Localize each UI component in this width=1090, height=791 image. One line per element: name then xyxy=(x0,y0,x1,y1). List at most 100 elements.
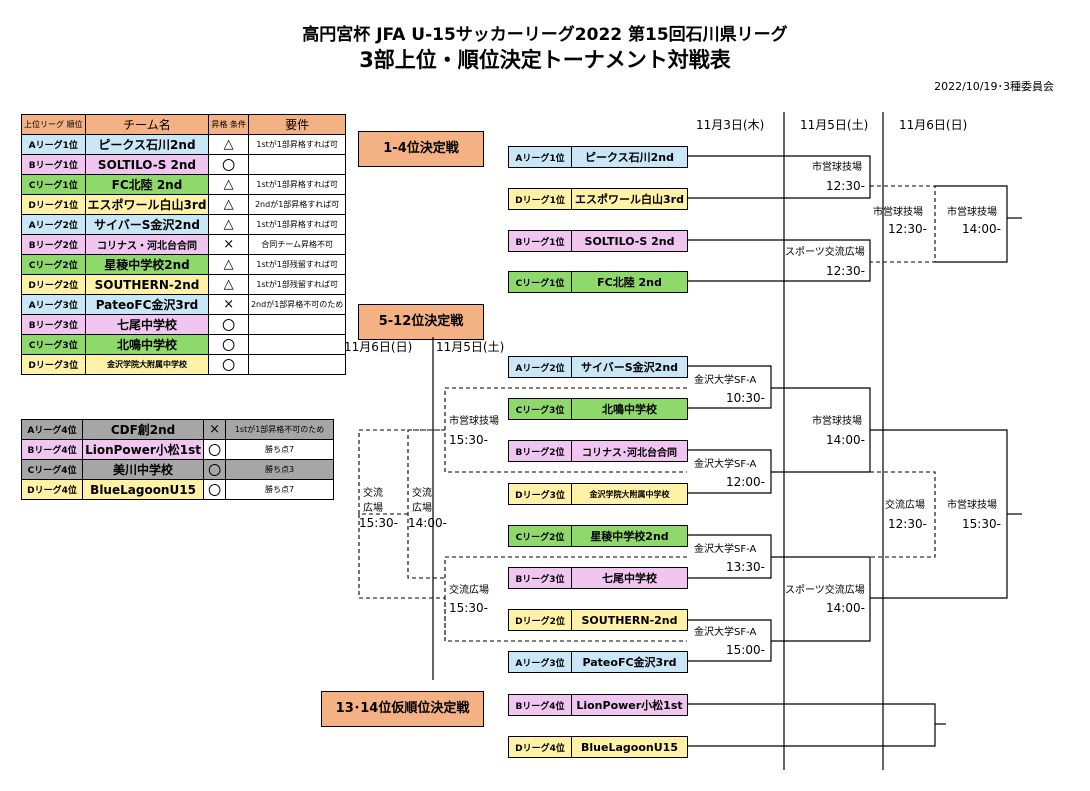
venue-label: 市営球技場 xyxy=(947,207,997,218)
league-rank: Dリーグ2位 xyxy=(21,274,86,295)
bracket-team: Aリーグ3位 PateoFC金沢3rd xyxy=(508,651,688,673)
table-row: Dリーグ3位金沢学院大附属中学校〇 xyxy=(21,354,347,375)
section-5-12: 5-12位決定戦 xyxy=(358,304,484,340)
bracket-team-name: SOUTHERN-2nd xyxy=(581,613,678,627)
time-label: 12:30- xyxy=(888,517,927,531)
league-rank: Bリーグ3位 xyxy=(21,314,86,335)
venue-label: 交流広場 xyxy=(885,500,925,511)
time-label: 15:00- xyxy=(726,643,765,657)
venue-label: 市営球技場 xyxy=(449,416,499,427)
league-rank: Aリーグ1位 xyxy=(21,134,86,155)
bracket-team-name: ピークス石川2nd xyxy=(584,151,675,164)
bracket-team-name: サイバーS金沢2nd xyxy=(580,361,679,374)
date-nov5-left: 11月5日(土) xyxy=(436,340,505,354)
time-label: 14:00- xyxy=(962,222,1001,236)
date-nov3: 11月3日(木) xyxy=(696,118,765,132)
bracket-league: Cリーグ1位 xyxy=(509,272,572,292)
bracket-team-name: PateoFC金沢3rd xyxy=(582,656,677,669)
bracket-league: Dリーグ3位 xyxy=(509,484,572,504)
bracket-league: Aリーグ3位 xyxy=(509,652,572,672)
bracket-team: Dリーグ2位 SOUTHERN-2nd xyxy=(508,609,688,631)
team-name: 七尾中学校 xyxy=(84,314,210,335)
bracket-team-name: 北鳴中学校 xyxy=(602,403,657,416)
table-row: Dリーグ1位エスポワール白山3rd△2ndが1部昇格すれば可 xyxy=(21,194,347,215)
team-name: エスポワール白山3rd xyxy=(84,194,210,215)
table-row: Aリーグ2位サイバーS金沢2nd△1stが1部昇格すれば可 xyxy=(21,214,347,235)
time-label: 12:30- xyxy=(826,179,865,193)
bracket-league: Bリーグ1位 xyxy=(509,231,572,251)
venue-label: 金沢大学SF-A xyxy=(694,375,757,386)
bracket-league: Dリーグ4位 xyxy=(509,737,572,757)
time-label: 10:30- xyxy=(726,391,765,405)
team-name: 北鳴中学校 xyxy=(84,334,210,355)
bracket-team-name: コリナス･河北台合同 xyxy=(582,447,677,459)
venue-label: 金沢大学SF-A xyxy=(694,627,757,638)
table-row: Cリーグ3位北鳴中学校〇 xyxy=(21,334,347,355)
time-label: 15:30- xyxy=(962,517,1001,531)
team-name: BlueLagoonU15 xyxy=(82,479,205,500)
league-rank: Aリーグ3位 xyxy=(21,294,86,315)
team-name: SOLTILO-S 2nd xyxy=(84,154,210,175)
venue-label: 市営球技場 xyxy=(947,500,997,511)
title-line1: 高円宮杯 JFA U-15サッカーリーグ2022 第15回石川県リーグ xyxy=(302,25,788,45)
venue-label-1: 交流 xyxy=(363,488,383,499)
bracket-league: Cリーグ3位 xyxy=(509,399,572,419)
league-rank: Cリーグ4位 xyxy=(20,459,84,480)
venue-label: 交流広場 xyxy=(449,585,489,596)
title-line2: 3部上位・順位決定トーナメント対戦表 xyxy=(359,48,731,72)
table-row: Bリーグ2位コリナス・河北台合同×合同チーム昇格不可 xyxy=(21,234,347,255)
table-row: Bリーグ3位七尾中学校〇 xyxy=(21,314,347,335)
bracket-team: Aリーグ1位ピークス石川2nd xyxy=(508,146,688,168)
venue-label: 金沢大学SF-A xyxy=(694,459,757,470)
promo-cond: 〇 xyxy=(203,479,227,500)
qualification-table: 上位リーグ 順位 チーム名 昇格 条件 要件 Aリーグ1位ピークス石川2nd△1… xyxy=(21,114,347,375)
bracket-team: Cリーグ3位 北鳴中学校 xyxy=(508,398,688,420)
bracket-team: Cリーグ2位星稜中学校2nd xyxy=(508,525,688,547)
time-label: 14:00- xyxy=(826,601,865,615)
date-committee: 2022/10/19･3種委員会 xyxy=(934,80,1054,93)
date-nov6: 11月6日(日) xyxy=(899,118,968,132)
time-label: 14:00- xyxy=(408,516,447,530)
bracket-team: Bリーグ2位コリナス･河北台合同 xyxy=(508,440,688,462)
header-requirement: 要件 xyxy=(247,114,347,135)
bracket-league: Dリーグ2位 xyxy=(509,610,572,630)
requirement: 勝ち点7 xyxy=(225,479,334,500)
time-label: 12:00- xyxy=(726,475,765,489)
promo-cond: 〇 xyxy=(208,314,249,335)
league-rank: Dリーグ4位 xyxy=(20,479,84,500)
team-name: 星稜中学校2nd xyxy=(84,254,210,275)
bracket-league: Dリーグ1位 xyxy=(509,189,572,209)
bracket-league: Aリーグ2位 xyxy=(509,357,572,377)
date-nov5: 11月5日(土) xyxy=(800,118,869,132)
league-rank: Cリーグ3位 xyxy=(21,334,86,355)
venue-label-2: 広場 xyxy=(363,503,383,514)
league-rank: Bリーグ4位 xyxy=(20,439,84,460)
promo-cond: 〇 xyxy=(203,459,227,480)
team-name: ピークス石川2nd xyxy=(84,134,210,155)
promo-cond: × xyxy=(203,419,227,440)
section-13-14: 13･14位仮順位決定戦 xyxy=(321,691,484,727)
team-name: 美川中学校 xyxy=(82,459,205,480)
venue-label: 金沢大学SF-A xyxy=(694,544,757,555)
table-row: Cリーグ4位美川中学校〇勝ち点3 xyxy=(20,459,334,480)
time-label: 14:00- xyxy=(826,433,865,447)
table-row: Aリーグ1位ピークス石川2nd△1stが1部昇格すれば可 xyxy=(21,134,347,155)
bracket-team-name: 七尾中学校 xyxy=(602,572,657,585)
team-name: SOUTHERN-2nd xyxy=(84,274,210,295)
venue-label: スポーツ交流広場 xyxy=(785,247,865,258)
time-label: 15:30- xyxy=(449,433,488,447)
bracket-team: Bリーグ3位七尾中学校 xyxy=(508,567,688,589)
league-rank: Aリーグ4位 xyxy=(20,419,84,440)
time-label: 13:30- xyxy=(726,560,765,574)
league-rank: Cリーグ2位 xyxy=(21,254,86,275)
time-label: 15:30- xyxy=(359,516,398,530)
